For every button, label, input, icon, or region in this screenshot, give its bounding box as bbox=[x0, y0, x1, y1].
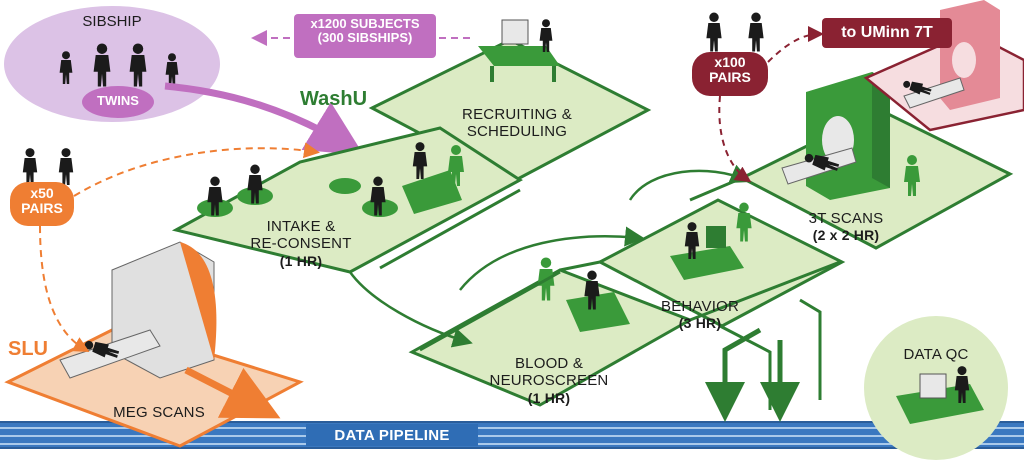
washu-label: WashU bbox=[300, 88, 368, 110]
subjects-badge bbox=[294, 14, 436, 58]
umn-scanner-icon bbox=[901, 0, 1000, 110]
umn-dest-label: to UMinn 7T bbox=[841, 24, 933, 41]
blood-line2: NEUROSCREEN bbox=[489, 372, 609, 390]
orange-dashed-arrows bbox=[39, 142, 320, 352]
recruiting-line1: RECRUITING & bbox=[462, 106, 572, 123]
behavior-desk-icon bbox=[670, 202, 752, 280]
scans3t-line1: 3T SCANS bbox=[808, 210, 884, 227]
intake-chairs-icon bbox=[197, 170, 462, 217]
pipeline-bottom-edge bbox=[0, 447, 1024, 449]
behavior-duration: (3 HR) bbox=[678, 315, 722, 332]
subjects-line2: (300 SIBSHIPS) bbox=[317, 30, 413, 46]
sibship-title: SIBSHIP bbox=[82, 13, 142, 30]
pipeline-top-edge bbox=[0, 421, 1024, 423]
intake-line1: INTAKE & bbox=[266, 218, 336, 235]
data-pipeline-label: DATA PIPELINE bbox=[334, 427, 450, 444]
intake-room-floor bbox=[171, 126, 523, 274]
scans3t-label: 3T SCANS (2 x 2 HR) bbox=[796, 210, 896, 243]
meg-pairs-people-icon bbox=[22, 148, 74, 185]
meg-to-pipeline-arrow bbox=[184, 366, 281, 419]
room-flow-arrows bbox=[348, 164, 751, 348]
dataqc-label: DATA QC bbox=[903, 346, 969, 363]
meg-pairs-badge bbox=[10, 182, 74, 226]
subjects-label: x1200 SUBJECTS (300 SIBSHIPS) bbox=[294, 16, 436, 46]
twins-ellipse bbox=[82, 86, 154, 118]
meg-scanner-icon bbox=[59, 241, 217, 379]
dataqc-desk-icon bbox=[896, 366, 984, 424]
sibship-ellipse bbox=[4, 6, 220, 122]
subjects-line1: x1200 SUBJECTS bbox=[310, 16, 420, 31]
meg-pairs-line2: PAIRS bbox=[21, 200, 63, 217]
blood-label: BLOOD & NEUROSCREEN (1 HR) bbox=[484, 355, 614, 406]
meg-label: MEG SCANS bbox=[113, 404, 205, 421]
intake-duration: (1 HR) bbox=[279, 252, 323, 269]
scans3t-duration: (2 x 2 HR) bbox=[812, 227, 880, 244]
umn-pairs-badge bbox=[692, 52, 768, 96]
meg-pairs-label: x50 PAIRS bbox=[10, 185, 74, 217]
maroon-dashed-arrows bbox=[718, 26, 824, 183]
meg-pairs-line1: x50 bbox=[30, 185, 54, 201]
umn-pairs-label: x100 PAIRS bbox=[692, 54, 768, 86]
umn-pairs-line1: x100 bbox=[714, 54, 746, 70]
recruiting-label: RECRUITING & SCHEDULING bbox=[452, 106, 582, 141]
twins-label: TWINS bbox=[97, 93, 139, 108]
umn-dest-badge bbox=[822, 18, 952, 48]
umn-pairs-line2: PAIRS bbox=[709, 69, 751, 86]
blood-station-icon bbox=[537, 257, 630, 332]
recruiting-desk-icon bbox=[478, 19, 560, 82]
pipeline-label-box bbox=[306, 424, 478, 446]
data-flow-arrows bbox=[705, 327, 800, 422]
slu-label: SLU bbox=[8, 338, 48, 360]
intake-line2: RE-CONSENT bbox=[250, 235, 352, 253]
sibship-to-intake-arrow bbox=[164, 82, 364, 156]
behavior-line1: BEHAVIOR bbox=[660, 298, 739, 315]
umn-pairs-people-icon bbox=[706, 12, 764, 52]
blood-duration: (1 HR) bbox=[527, 389, 571, 406]
behavior-label: BEHAVIOR (3 HR) bbox=[652, 298, 748, 331]
blood-line1: BLOOD & bbox=[514, 355, 584, 372]
recruiting-line2: SCHEDULING bbox=[466, 123, 568, 141]
intake-label: INTAKE & RE-CONSENT (1 HR) bbox=[246, 218, 356, 269]
mri-scanner-icon bbox=[781, 72, 920, 200]
